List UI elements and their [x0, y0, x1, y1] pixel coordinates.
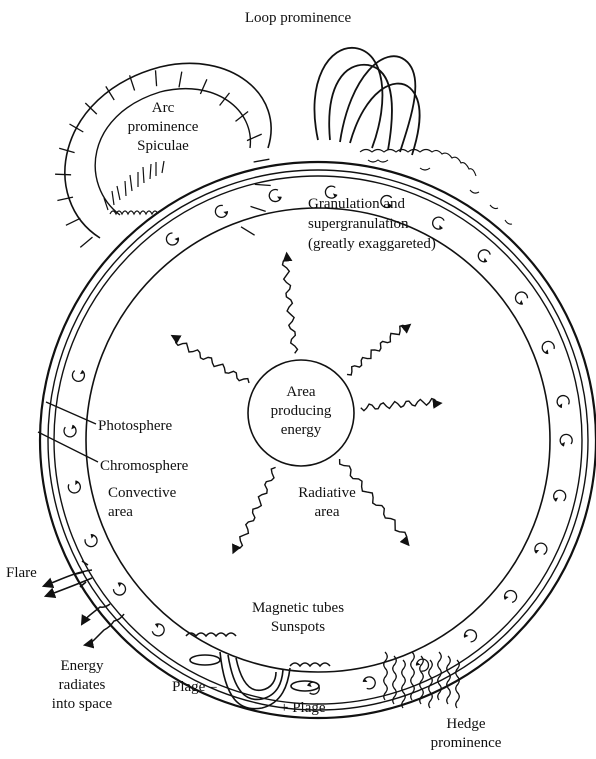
label-spiculae: Spiculae	[137, 138, 189, 154]
label-arc-prominence-2: prominence	[128, 119, 199, 135]
label-convective-1: Convective	[108, 485, 177, 501]
granulation-texture	[360, 150, 512, 225]
convection-cell-icon	[363, 676, 377, 690]
hedge-strand	[384, 652, 388, 700]
wavy-energy-arrow-icon	[172, 336, 249, 383]
label-radiative-1: Radiative	[298, 485, 356, 501]
label-hedge-1: Hedge	[446, 716, 485, 732]
label-loop-prominence: Loop prominence	[245, 10, 352, 26]
wavy-energy-arrow-icon	[233, 467, 275, 552]
wavy-energy-arrow-icon	[340, 459, 409, 545]
arc-tick	[200, 79, 207, 94]
hedge-strand	[429, 660, 433, 708]
convection-cell-icon	[533, 541, 549, 557]
arc-tick	[179, 72, 182, 88]
convection-cell-icon	[540, 340, 555, 355]
label-radiative-2: area	[315, 504, 340, 520]
arc-tick	[254, 159, 270, 162]
label-plage-plus: + Plage	[280, 700, 326, 716]
convection-cell-icon	[553, 489, 567, 503]
arc-tick	[57, 197, 73, 200]
label-arc-prominence: Arc	[152, 100, 175, 116]
wavy-energy-arrow-icon	[347, 325, 410, 375]
label-granulation-1: Granulation and	[308, 196, 406, 212]
energy-radiation-arrows	[82, 604, 124, 645]
label-sunspots: Sunspots	[271, 619, 325, 635]
convection-cell-icon	[164, 231, 180, 248]
hedge-prominence	[384, 652, 460, 708]
label-core-2: producing	[271, 403, 332, 419]
arc-tick	[255, 184, 271, 185]
label-hedge-2: prominence	[431, 735, 502, 751]
arc-tick	[247, 134, 262, 141]
arc-tick	[236, 112, 249, 122]
hedge-strand	[402, 660, 406, 708]
arc-tick	[156, 70, 157, 86]
label-energy-3: into space	[52, 696, 113, 712]
loop-prominence	[314, 48, 419, 155]
hedge-strand	[447, 656, 451, 704]
arc-tick	[220, 93, 230, 106]
label-magnetic-tubes: Magnetic tubes	[252, 600, 344, 616]
label-granulation-2: supergranulation	[308, 216, 409, 232]
convection-cell-icon	[71, 368, 86, 382]
label-photosphere: Photosphere	[98, 418, 173, 434]
label-core-1: Area	[286, 384, 315, 400]
convection-cell-icon	[513, 290, 529, 306]
label-flare: Flare	[6, 565, 37, 581]
label-convective-2: area	[108, 504, 133, 520]
hedge-strand	[438, 652, 442, 700]
label-leaders	[38, 402, 98, 462]
label-energy-2: radiates	[59, 677, 106, 693]
arc-tick	[55, 174, 71, 175]
convection-cell-icon	[556, 395, 570, 408]
arc-tick	[70, 124, 84, 132]
wavy-energy-arrow-icon	[361, 399, 441, 411]
label-granulation-3: (greatly exaggareted)	[308, 236, 436, 252]
label-plage-minus: Plage –	[172, 679, 217, 695]
convection-cell-icon	[476, 247, 493, 264]
hedge-strand	[456, 660, 460, 708]
convection-cell-icon	[214, 204, 229, 220]
label-chromosphere: Chromosphere	[100, 458, 189, 474]
convection-cell-icon	[67, 480, 81, 494]
convection-cell-icon	[64, 425, 76, 437]
label-core-3: energy	[281, 422, 322, 438]
convection-cell-icon	[502, 588, 519, 605]
wavy-energy-arrow-icon	[283, 254, 298, 354]
convection-cell-icon	[430, 215, 446, 231]
convection-cell-icon	[415, 657, 431, 673]
convection-cell-icon	[268, 189, 281, 203]
label-energy-1: Energy	[60, 658, 104, 674]
convection-cell-icon	[462, 627, 479, 644]
arc-tick	[80, 237, 92, 247]
convection-cell-icon	[111, 581, 128, 597]
spiculae	[104, 161, 164, 214]
arc-prominence-hatching	[55, 70, 271, 247]
convection-cell-icon	[560, 434, 572, 446]
hedge-strand	[393, 656, 397, 704]
arc-tick	[251, 206, 266, 211]
arc-prominence	[55, 63, 271, 247]
arc-tick	[66, 218, 80, 225]
arc-tick	[241, 227, 255, 235]
convection-cell-icon	[150, 622, 167, 639]
convection-cell-icon	[83, 533, 99, 548]
